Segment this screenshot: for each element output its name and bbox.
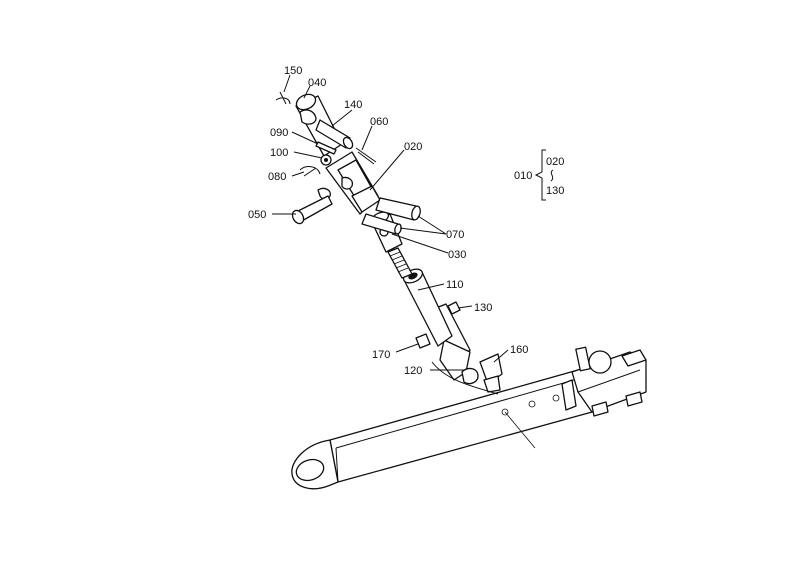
label-070: 070 <box>446 229 464 241</box>
leader-lines <box>272 74 509 371</box>
label-090: 090 <box>270 127 288 139</box>
label-110: 110 <box>446 279 464 291</box>
assembly-reference: 010 020 130 <box>514 149 564 201</box>
assembly-brace <box>534 149 546 201</box>
lower-link-arm <box>291 346 647 490</box>
range-tilde <box>550 169 554 182</box>
label-020: 020 <box>404 141 422 153</box>
pins-070 <box>361 197 421 235</box>
part-labels: 150 040 140 090 060 020 100 080 050 070 … <box>248 65 528 377</box>
assembly-range-start: 020 <box>546 156 564 168</box>
label-080: 080 <box>268 171 286 183</box>
label-160: 160 <box>510 344 528 356</box>
label-150: 150 <box>284 65 302 77</box>
assembly-range-end: 130 <box>546 185 564 197</box>
label-120: 120 <box>404 365 422 377</box>
upper-clevis <box>317 151 381 215</box>
label-030: 030 <box>448 249 466 261</box>
label-100: 100 <box>270 147 288 159</box>
small-hardware <box>275 91 461 349</box>
label-140: 140 <box>344 99 362 111</box>
label-040: 040 <box>308 77 326 89</box>
label-170: 170 <box>372 349 390 361</box>
assembly-id: 010 <box>514 170 532 182</box>
upper-fitting <box>295 93 354 157</box>
label-060: 060 <box>370 116 388 128</box>
label-130: 130 <box>474 302 492 314</box>
label-050: 050 <box>248 209 266 221</box>
